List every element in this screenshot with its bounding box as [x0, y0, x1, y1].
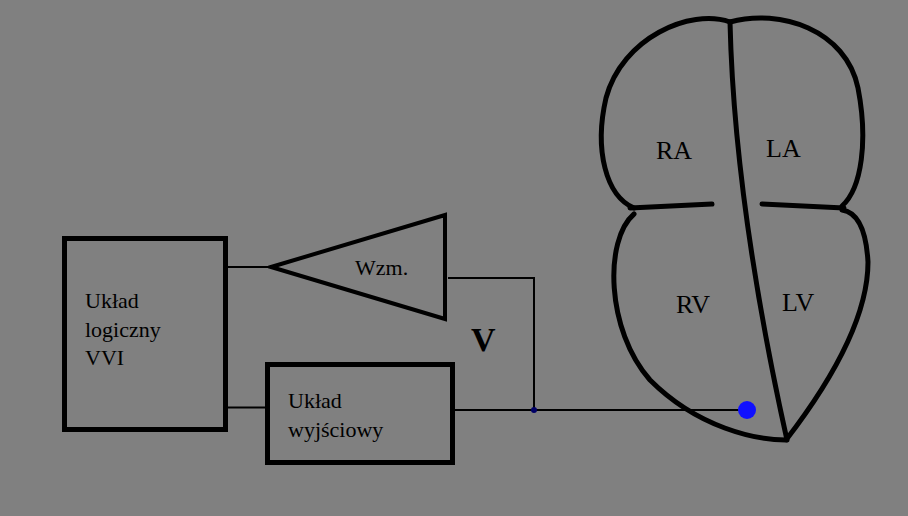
chamber-label: RV — [676, 290, 710, 320]
node-text: Wzm. — [355, 254, 408, 283]
output-unit-box: Układ wyjściowy — [265, 362, 455, 465]
mitral-plane — [762, 204, 844, 208]
chamber-label: RA — [656, 136, 692, 166]
chamber-label: LV — [782, 288, 814, 318]
ventricle-outline — [614, 210, 868, 440]
node-text: Układ wyjściowy — [288, 387, 406, 444]
chamber-label: LA — [766, 134, 801, 164]
ventricle-channel-letter: V — [471, 321, 496, 359]
left-atrium-outline — [730, 18, 863, 206]
septum — [730, 22, 787, 440]
connector-wire — [228, 266, 268, 268]
node-text: Układ logiczny VVI — [85, 287, 181, 373]
connector-wire — [228, 407, 265, 409]
amplifier-triangle: Wzm. — [268, 212, 448, 322]
electrode-lead — [455, 409, 745, 411]
tricuspid-plane — [630, 204, 712, 208]
right-atrium-outline — [601, 19, 730, 208]
electrode-tip — [738, 401, 756, 419]
junction-dot — [531, 407, 537, 413]
amplifier-symbol — [271, 215, 445, 319]
amplifier-input-wire — [448, 278, 534, 410]
logic-unit-box: Układ logiczny VVI — [62, 236, 228, 432]
